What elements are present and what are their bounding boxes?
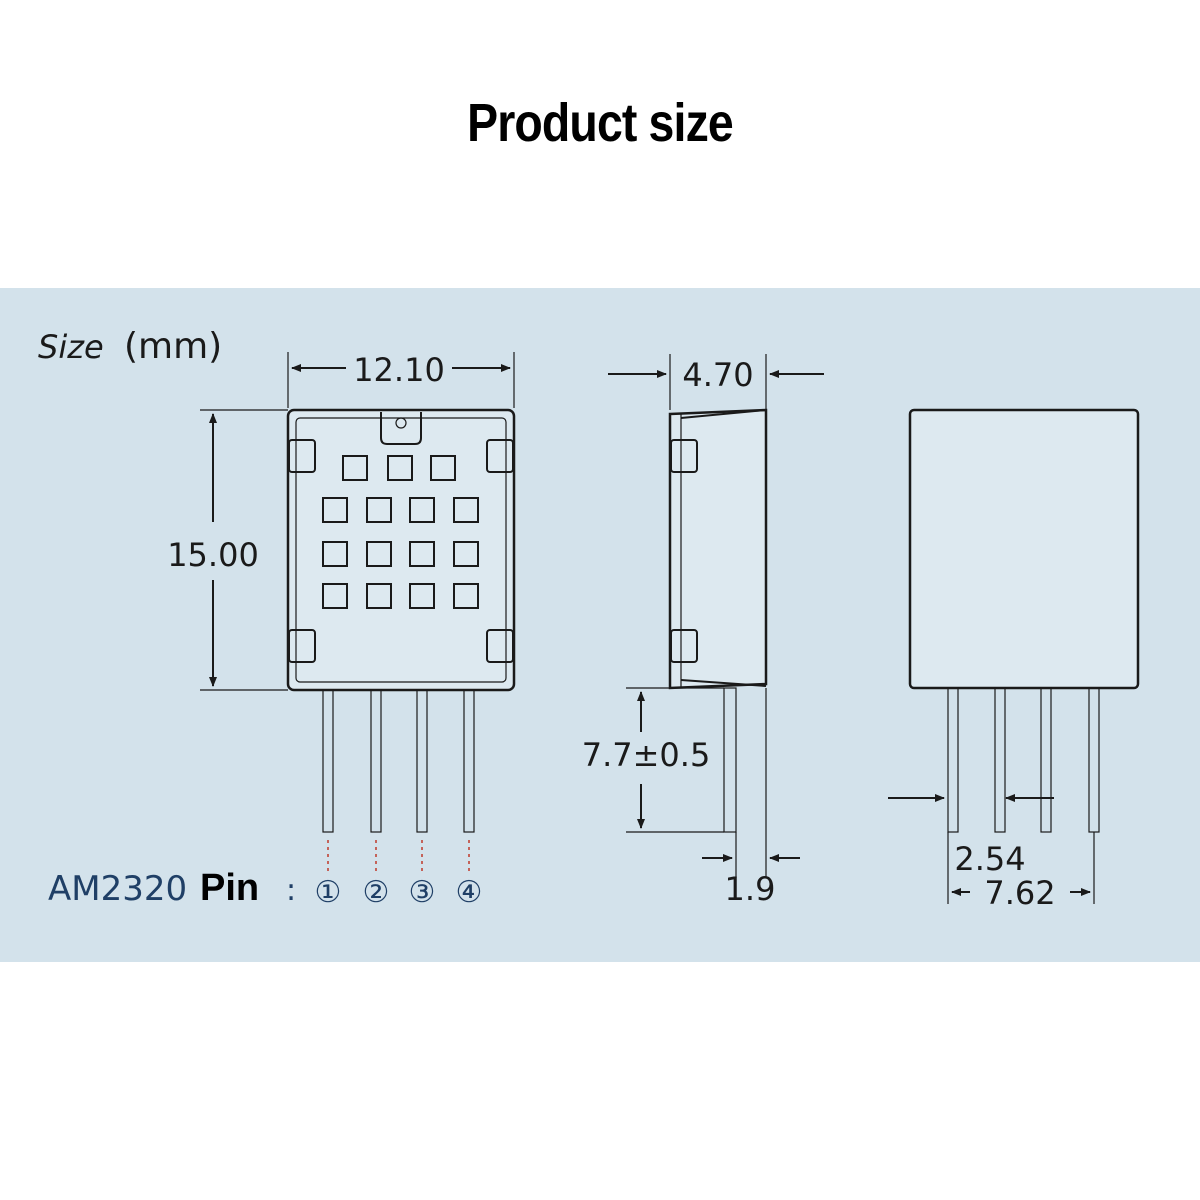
- back-pin-3: [1040, 687, 1052, 833]
- pin-number-1: ①: [315, 875, 342, 910]
- back-pins: [947, 687, 1100, 833]
- pin-span-dimension: 7.62: [984, 874, 1055, 912]
- sensor-body-back: [908, 408, 1140, 690]
- pin-4: [463, 689, 475, 833]
- dimension-drawing: Size (mm) 12.10 15.00: [38, 326, 1140, 912]
- pin-offset-dimension: 1.9: [725, 870, 776, 908]
- pin-word: Pin: [200, 867, 259, 909]
- pin-3: [416, 689, 428, 833]
- pin-length-dimension: 7.7±0.5: [582, 736, 711, 774]
- sensor-body-side: [668, 408, 768, 690]
- back-pin-1: [947, 687, 959, 833]
- side-view: 4.70 7.7±0.5 1.9: [582, 354, 824, 908]
- size-label: Size: [38, 328, 104, 366]
- vent-grid: [322, 455, 479, 609]
- pin-number-4: ④: [456, 875, 483, 910]
- front-view: 12.10 15.00: [167, 351, 516, 874]
- width-dimension: 12.10: [353, 351, 445, 389]
- pin-separator: :: [286, 873, 296, 908]
- unit-label: (mm): [124, 326, 222, 367]
- back-pin-2: [994, 687, 1006, 833]
- drawing-panel: Size (mm) 12.10 15.00: [0, 288, 1200, 962]
- page-title: Product size: [467, 93, 734, 153]
- depth-dimension: 4.70: [682, 356, 753, 394]
- pin-2: [370, 689, 382, 833]
- back-pin-4: [1088, 687, 1100, 833]
- pin-number-3: ③: [409, 875, 436, 910]
- sensor-body-front: [286, 408, 516, 692]
- pin-1: [322, 689, 334, 833]
- back-view: 2.54 7.62: [888, 408, 1140, 912]
- front-pins: [322, 689, 475, 874]
- pin-number-2: ②: [363, 875, 390, 910]
- model-name: AM2320: [48, 869, 187, 909]
- height-dimension: 15.00: [167, 536, 259, 574]
- pin-pitch-dimension: 2.54: [954, 840, 1025, 878]
